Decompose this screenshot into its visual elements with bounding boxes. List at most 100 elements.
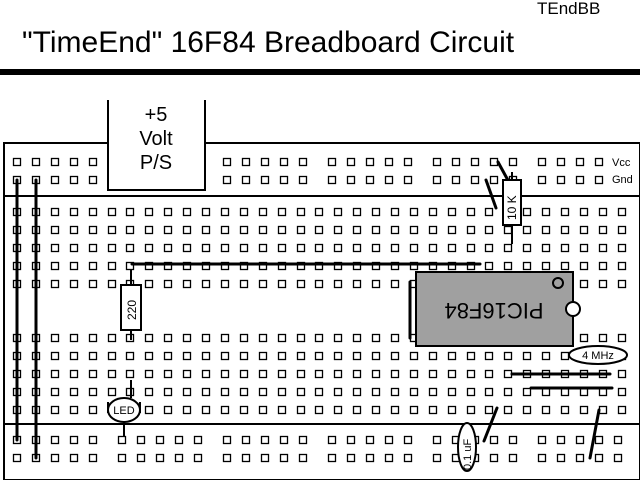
breadboard-hole: [371, 369, 381, 379]
breadboard-hole: [163, 405, 173, 415]
crystal-label: 4 MHz: [582, 350, 614, 362]
breadboard-hole: [117, 453, 127, 463]
breadboard-hole: [201, 351, 211, 361]
resistor-10k-label: 10 K: [505, 195, 519, 220]
breadboard-hole: [484, 243, 494, 253]
breadboard-hole: [277, 225, 287, 235]
breadboard-hole: [432, 435, 442, 445]
breadboard-hole: [258, 405, 268, 415]
breadboard-hole: [390, 387, 400, 397]
breadboard-hole: [451, 157, 461, 167]
breadboard-hole: [88, 207, 98, 217]
breadboard-hole: [279, 435, 289, 445]
breadboard-hole: [50, 351, 60, 361]
breadboard-hole: [428, 405, 438, 415]
breadboard-hole: [346, 157, 356, 167]
breadboard-hole: [277, 207, 287, 217]
breadboard-hole: [88, 157, 98, 167]
power-supply-label-2: Volt: [139, 128, 173, 150]
pic-chip-pin1-dot: [552, 277, 564, 289]
breadboard-hole: [260, 175, 270, 185]
breadboard-hole: [489, 175, 499, 185]
breadboard-hole: [390, 207, 400, 217]
pic-chip-body: [415, 271, 574, 347]
breadboard-hole: [117, 435, 127, 445]
breadboard-hole: [88, 351, 98, 361]
breadboard-hole: [447, 351, 457, 361]
breadboard-hole: [182, 405, 192, 415]
breadboard-hole: [333, 243, 343, 253]
breadboard-hole: [144, 351, 154, 361]
breadboard-hole: [503, 243, 513, 253]
breadboard-hole: [258, 279, 268, 289]
breadboard-hole: [522, 261, 532, 271]
breadboard-hole: [541, 405, 551, 415]
breadboard-hole: [371, 243, 381, 253]
resistor-10k-body: [502, 179, 522, 226]
breadboard-hole: [220, 243, 230, 253]
breadboard-hole: [296, 387, 306, 397]
breadboard-hole: [88, 225, 98, 235]
breadboard-hole: [69, 225, 79, 235]
breadboard-hole: [314, 243, 324, 253]
breadboard-hole: [333, 405, 343, 415]
breadboard-hole: [560, 387, 570, 397]
breadboard-hole: [239, 279, 249, 289]
breadboard-hole: [428, 387, 438, 397]
breadboard-hole: [598, 243, 608, 253]
breadboard-hole: [617, 225, 627, 235]
breadboard-hole: [296, 279, 306, 289]
breadboard-hole: [50, 157, 60, 167]
breadboard-hole: [327, 157, 337, 167]
breadboard-hole: [69, 175, 79, 185]
breadboard-hole: [201, 405, 211, 415]
breadboard-hole: [365, 453, 375, 463]
breadboard-hole: [352, 225, 362, 235]
breadboard-hole: [598, 279, 608, 289]
breadboard-hole: [484, 405, 494, 415]
breadboard-hole: [484, 369, 494, 379]
breadboard-hole: [88, 261, 98, 271]
breadboard-hole: [88, 243, 98, 253]
resistor-220-label: 220: [125, 300, 139, 320]
breadboard-hole: [125, 351, 135, 361]
breadboard-hole: [447, 387, 457, 397]
breadboard-hole: [144, 225, 154, 235]
breadboard-hole: [484, 207, 494, 217]
breadboard-hole: [560, 351, 570, 361]
breadboard-hole: [537, 453, 547, 463]
breadboard-hole: [69, 243, 79, 253]
breadboard-hole: [365, 175, 375, 185]
breadboard-hole: [575, 157, 585, 167]
breadboard-hole: [298, 453, 308, 463]
crystal-body: [568, 345, 628, 365]
breadboard-hole: [277, 351, 287, 361]
breadboard-hole: [239, 243, 249, 253]
breadboard-hole: [333, 225, 343, 235]
breadboard-hole: [390, 333, 400, 343]
breadboard-hole: [239, 207, 249, 217]
breadboard-hole: [560, 261, 570, 271]
breadboard-hole: [296, 351, 306, 361]
breadboard-hole: [50, 453, 60, 463]
breadboard-hole: [31, 157, 41, 167]
breadboard-hole: [613, 435, 623, 445]
breadboard-hole: [409, 405, 419, 415]
breadboard-hole: [298, 435, 308, 445]
breadboard-hole: [260, 453, 270, 463]
breadboard-hole: [489, 157, 499, 167]
breadboard-hole: [107, 207, 117, 217]
breadboard-hole: [69, 369, 79, 379]
breadboard-hole: [107, 243, 117, 253]
breadboard-hole: [277, 333, 287, 343]
breadboard-hole: [617, 261, 627, 271]
breadboard-hole: [314, 333, 324, 343]
breadboard-hole: [50, 435, 60, 445]
breadboard-hole: [239, 225, 249, 235]
breadboard-hole: [258, 207, 268, 217]
breadboard-hole: [613, 453, 623, 463]
breadboard-hole: [466, 207, 476, 217]
breadboard-hole: [409, 351, 419, 361]
breadboard-hole: [466, 243, 476, 253]
breadboard-hole: [88, 435, 98, 445]
